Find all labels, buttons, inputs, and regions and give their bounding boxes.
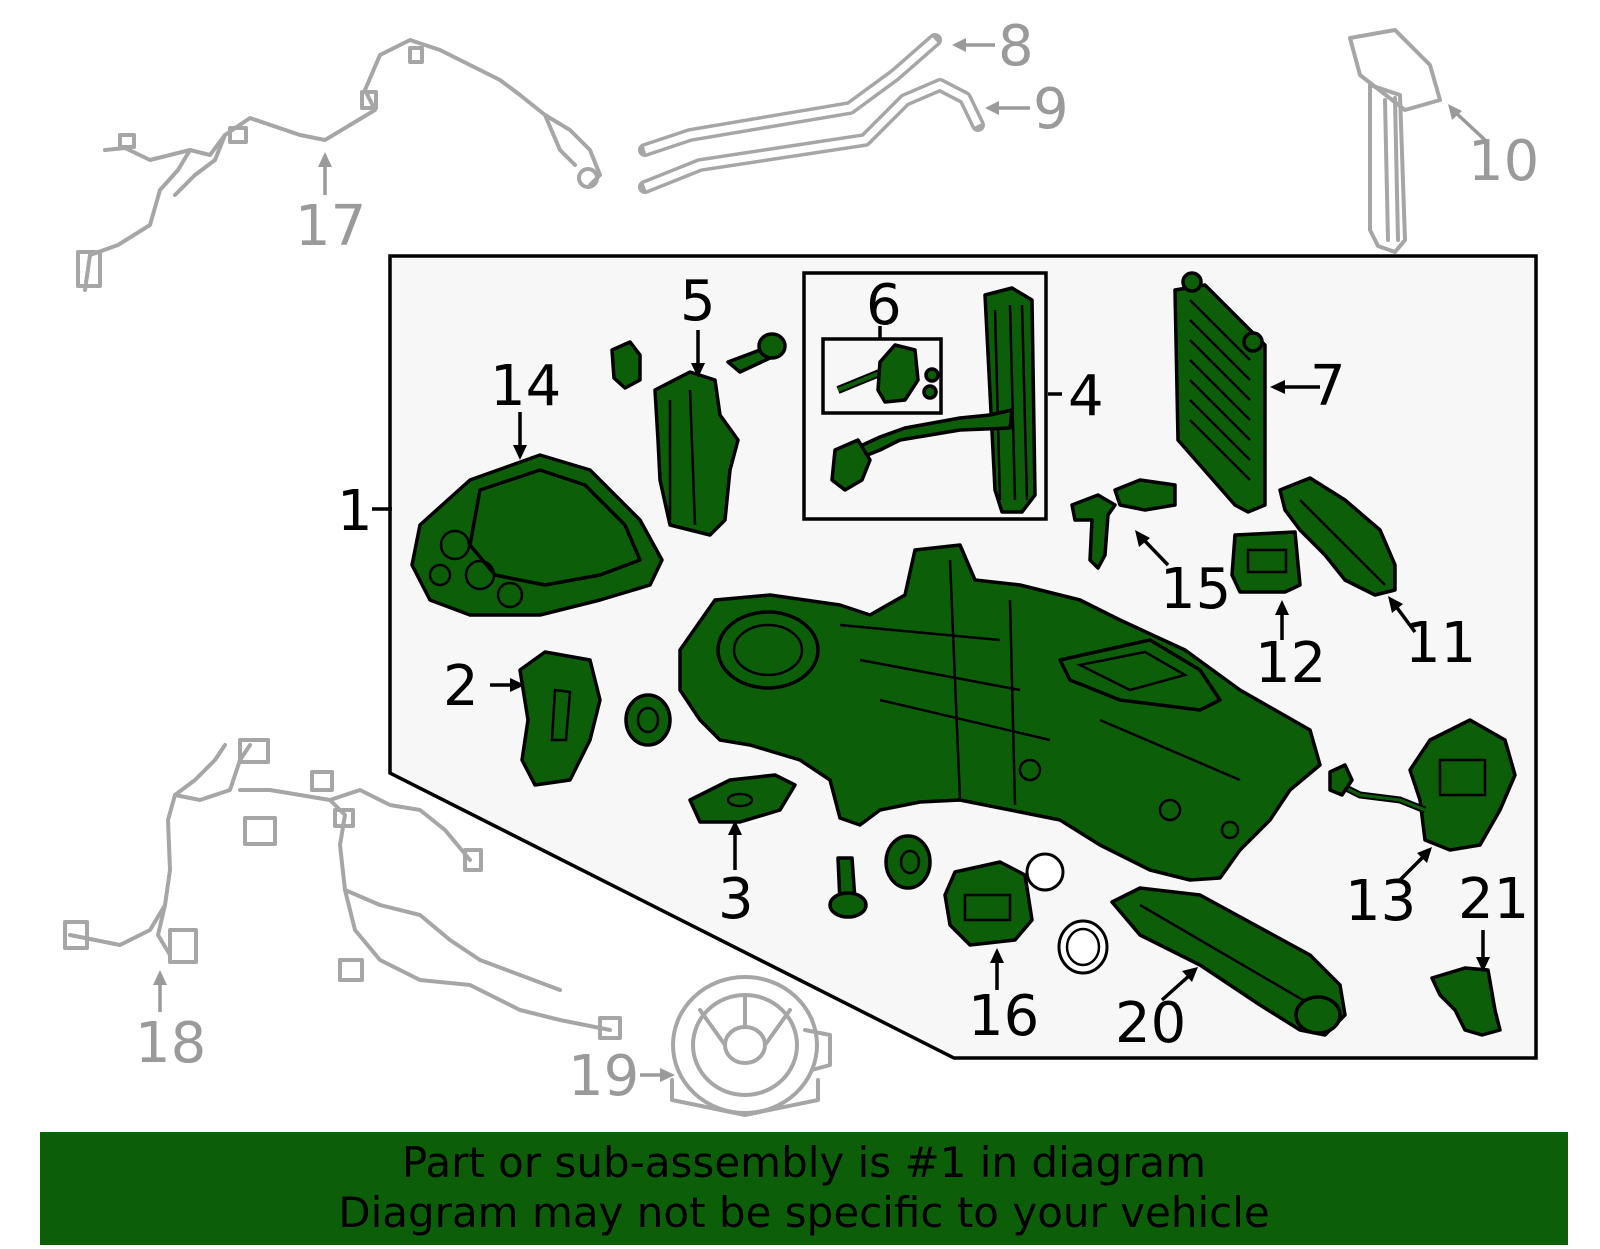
grommet bbox=[624, 693, 672, 747]
callout-11: 11 bbox=[1405, 611, 1476, 676]
callout-5: 5 bbox=[680, 269, 716, 334]
drain-cover bbox=[688, 773, 797, 824]
heater-core bbox=[1173, 271, 1267, 514]
callout-10: 10 bbox=[1468, 129, 1539, 194]
arrow-3 bbox=[728, 820, 742, 835]
arrow-13 bbox=[1417, 847, 1432, 863]
arrow-20 bbox=[1182, 967, 1198, 982]
callout-4: 4 bbox=[1068, 364, 1104, 429]
callout-14: 14 bbox=[490, 354, 561, 419]
mode-door-bracket bbox=[610, 332, 787, 537]
screw bbox=[828, 856, 868, 919]
callout-1: 1 bbox=[337, 479, 373, 544]
o-ring-2-inner bbox=[1065, 927, 1101, 967]
arrow-16 bbox=[990, 948, 1004, 963]
blower-resistor bbox=[1230, 530, 1302, 594]
callout-3: 3 bbox=[718, 867, 754, 932]
leader-11 bbox=[1393, 603, 1417, 634]
blower-actuator bbox=[943, 860, 1034, 947]
humidity-sensor bbox=[1430, 966, 1502, 1037]
footer-banner: Part or sub-assembly is #1 in diagram Di… bbox=[40, 1132, 1568, 1245]
wiring-harness-upper bbox=[76, 38, 602, 292]
arrow-2 bbox=[510, 678, 525, 692]
expansion-valve bbox=[836, 343, 940, 404]
callout-18: 18 bbox=[135, 1011, 206, 1076]
heater-core-external bbox=[1348, 28, 1442, 254]
callout-8: 8 bbox=[998, 14, 1034, 79]
floor-duct bbox=[1110, 886, 1347, 1037]
o-ring bbox=[1025, 852, 1065, 892]
blower-housing-cover bbox=[410, 453, 664, 617]
callout-21: 21 bbox=[1458, 867, 1529, 932]
arrow-7 bbox=[1270, 380, 1285, 394]
callout-9: 9 bbox=[1033, 77, 1069, 142]
footer-line-2: Diagram may not be specific to your vehi… bbox=[338, 1188, 1270, 1237]
arrow-5 bbox=[691, 363, 705, 378]
expansion-valve-box bbox=[821, 337, 943, 415]
hvac-housing bbox=[678, 543, 1322, 882]
arrow-19 bbox=[660, 1068, 675, 1082]
leader-15 bbox=[1140, 536, 1170, 567]
arrow-15 bbox=[1135, 530, 1150, 547]
footer-line-1: Part or sub-assembly is #1 in diagram bbox=[401, 1138, 1207, 1187]
arrow-21 bbox=[1476, 957, 1490, 972]
callout-17: 17 bbox=[295, 194, 366, 259]
arrow-8 bbox=[952, 38, 966, 52]
heater-tubes bbox=[638, 33, 985, 194]
grommet-2-inner bbox=[899, 849, 921, 875]
callout-7: 7 bbox=[1310, 354, 1346, 419]
callout-2: 2 bbox=[443, 654, 479, 719]
evaporator-group-box bbox=[802, 271, 1048, 521]
callout-6: 6 bbox=[866, 273, 902, 338]
arrow-18 bbox=[153, 970, 167, 985]
arrow-11 bbox=[1388, 596, 1403, 613]
mode-actuator bbox=[1328, 718, 1517, 852]
leader-20 bbox=[1160, 973, 1192, 1002]
arrow-12 bbox=[1275, 600, 1289, 615]
callout-16: 16 bbox=[968, 984, 1039, 1049]
evaporator bbox=[830, 286, 1037, 514]
blower-seal bbox=[518, 650, 602, 787]
wiring-harness-lower bbox=[63, 738, 622, 1040]
grommet-inner bbox=[636, 706, 660, 734]
grommet-2 bbox=[884, 834, 932, 890]
temperature-sensor bbox=[1070, 478, 1177, 570]
blower-motor-external bbox=[670, 975, 832, 1117]
callout-19: 19 bbox=[568, 1044, 639, 1109]
callout-15: 15 bbox=[1160, 557, 1231, 622]
arrow-14 bbox=[513, 445, 527, 460]
callout-13: 13 bbox=[1345, 869, 1416, 934]
leader-13 bbox=[1398, 853, 1427, 882]
callout-12: 12 bbox=[1255, 631, 1326, 696]
callout-20: 20 bbox=[1115, 991, 1186, 1056]
arrow-17 bbox=[318, 152, 332, 167]
arrow-9 bbox=[985, 101, 999, 115]
air-duct bbox=[1278, 476, 1397, 597]
arrow-10 bbox=[1448, 104, 1462, 120]
leader-10 bbox=[1453, 110, 1487, 142]
